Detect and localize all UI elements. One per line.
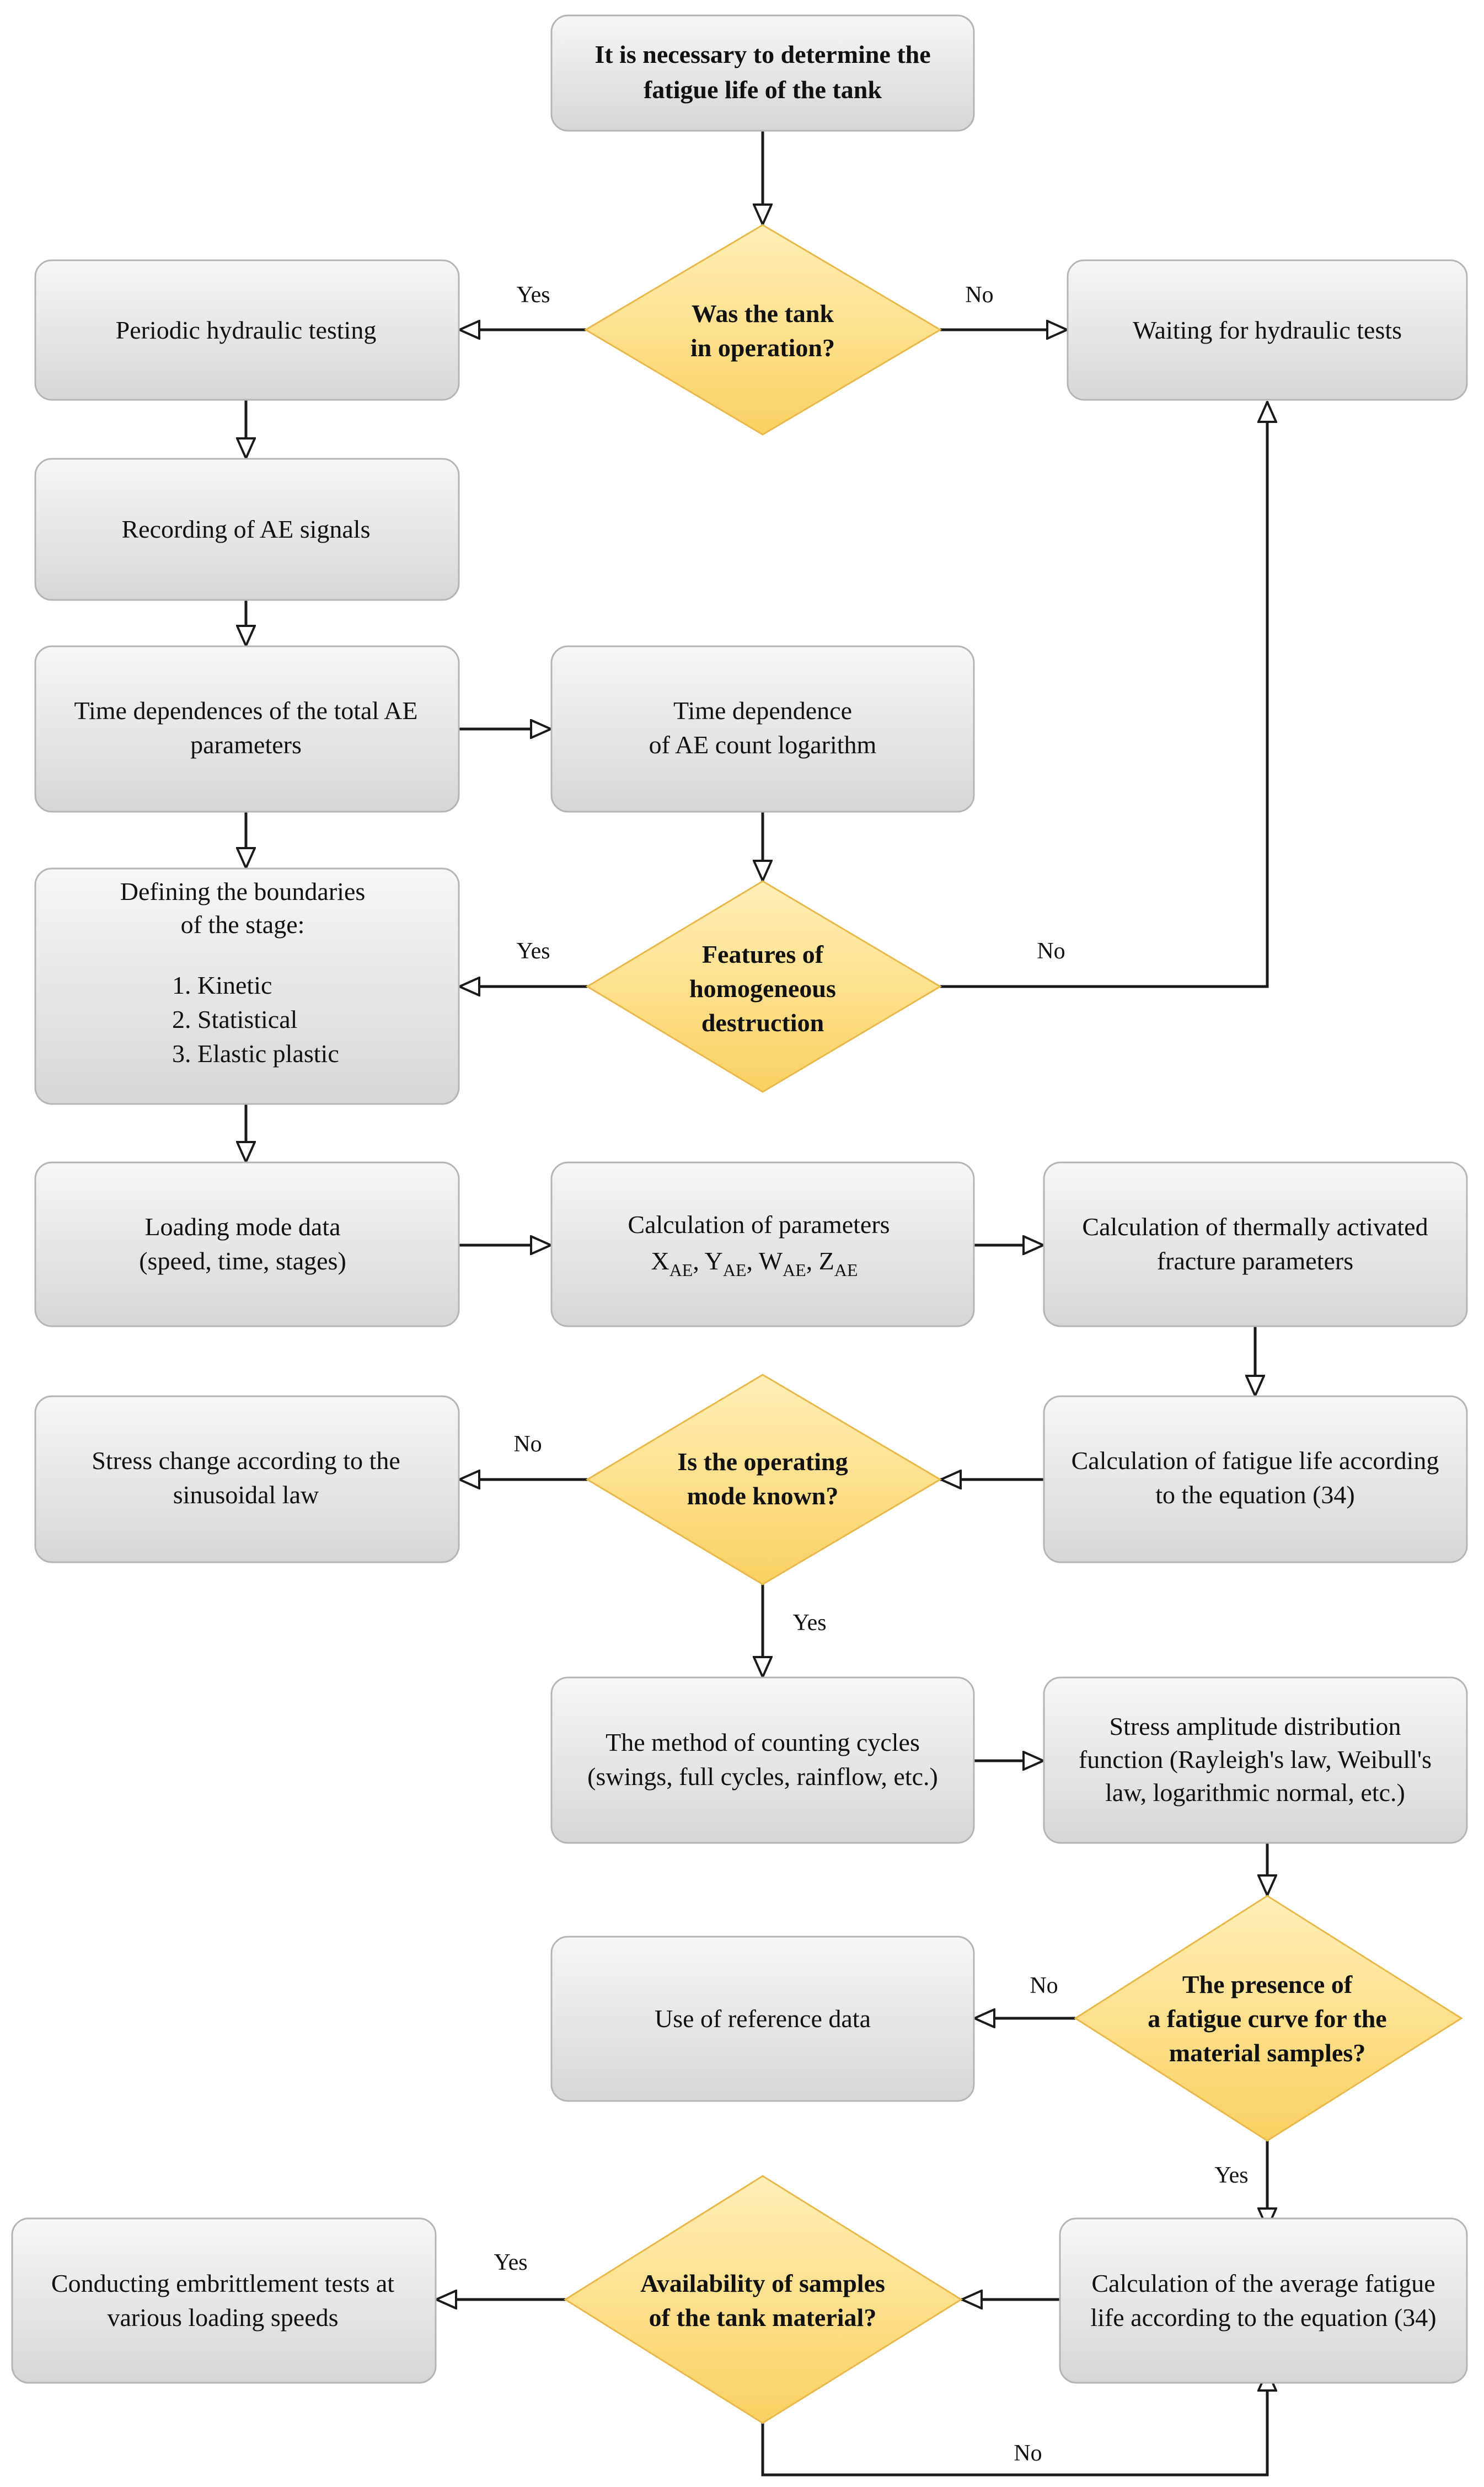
q-destruction-line-1: Features of xyxy=(702,940,824,968)
boundaries-line-2: of the stage: xyxy=(181,910,305,939)
label-destr-yes: Yes xyxy=(516,939,550,964)
label-op-no: No xyxy=(965,282,993,308)
loading-mode-line-2: (speed, time, stages) xyxy=(139,1247,346,1275)
node-calc-fatigue: Calculation of fatigue life according to… xyxy=(1043,1395,1468,1563)
svg-text:fatigue life of the tank: fatigue life of the tank xyxy=(644,76,882,104)
label-mode-yes: Yes xyxy=(792,1610,826,1636)
label-samples-no: No xyxy=(1014,2441,1042,2466)
q-samples-line-2: of the tank material? xyxy=(649,2303,877,2331)
connectors xyxy=(246,131,1267,2477)
q-samples-line-1: Availability of samples xyxy=(640,2269,885,2297)
counting-cycles-line-1: The method of counting cycles xyxy=(606,1728,920,1756)
edge-labels: Yes No Yes No No Yes No Yes Yes No xyxy=(494,282,1248,2466)
start-line-1: It is necessary to determine the xyxy=(594,40,930,68)
stress-sinus-line-2: sinusoidal law xyxy=(173,1481,319,1509)
node-recording-ae: Recording of AE signals xyxy=(34,458,460,601)
boundaries-item-kinetic: 1. Kinetic xyxy=(172,971,272,999)
start-line-2: fatigue life of the tank xyxy=(644,76,882,104)
edge-destr-no xyxy=(940,401,1267,988)
boundaries-line-1: Defining the boundaries xyxy=(120,877,366,905)
time-total-ae-line-1: Time dependences of the total AE xyxy=(74,696,418,725)
decision-samples: Availability of samples of the tank mate… xyxy=(564,2175,963,2424)
q-operation-line-2: in operation? xyxy=(690,334,835,362)
decision-operation: Was the tank in operation? xyxy=(584,224,942,436)
decision-fatigue-curve: The presence of a fatigue curve for the … xyxy=(1074,1895,1463,2142)
boundaries-item-elastic-plastic: 3. Elastic plastic xyxy=(172,1039,339,1068)
reference-data-label: Use of reference data xyxy=(655,2004,871,2033)
recording-ae-label: Recording of AE signals xyxy=(122,515,371,543)
calc-fatigue-line-2: to the equation (34) xyxy=(1155,1481,1355,1509)
node-stress-distribution: Stress amplitude distribution function (… xyxy=(1043,1676,1468,1844)
node-calc-params: Calculation of parameters XAE, YAE, WAE,… xyxy=(550,1161,975,1327)
node-calc-average: Calculation of the average fatigue life … xyxy=(1059,2217,1468,2384)
q-destruction-line-2: homogeneous xyxy=(689,974,836,1003)
svg-text:It is necessary to determine t: It is necessary to determine the xyxy=(594,40,930,68)
node-calc-thermal: Calculation of thermally activated fract… xyxy=(1043,1161,1468,1327)
node-time-log: Time dependence of AE count logarithm xyxy=(550,645,975,813)
decision-operating-mode: Is the operating mode known? xyxy=(586,1374,942,1585)
calc-thermal-line-2: fracture parameters xyxy=(1157,1247,1353,1275)
q-operating-mode-line-2: mode known? xyxy=(687,1482,839,1510)
label-mode-no: No xyxy=(513,1432,542,1457)
calc-average-line-1: Calculation of the average fatigue xyxy=(1091,2269,1435,2297)
label-curve-no: No xyxy=(1030,1973,1058,1998)
q-operation-line-1: Was the tank xyxy=(692,299,834,328)
waiting-tests-label: Waiting for hydraulic tests xyxy=(1133,316,1402,344)
calc-average-line-2: life according to the equation (34) xyxy=(1090,2303,1436,2331)
stress-distribution-line-3: law, logarithmic normal, etc.) xyxy=(1105,1778,1405,1807)
q-destruction-line-3: destruction xyxy=(701,1009,824,1037)
calc-fatigue-line-1: Calculation of fatigue life according xyxy=(1072,1446,1439,1475)
stress-distribution-line-2: function (Rayleigh's law, Weibull's xyxy=(1079,1745,1432,1773)
calc-thermal-line-1: Calculation of thermally activated xyxy=(1082,1213,1428,1241)
node-loading-mode: Loading mode data (speed, time, stages) xyxy=(34,1161,460,1327)
node-periodic-testing: Periodic hydraulic testing xyxy=(34,259,460,401)
label-destr-no: No xyxy=(1037,939,1065,964)
node-boundaries: Defining the boundaries of the stage: 1.… xyxy=(34,867,460,1105)
node-stress-sinus: Stress change according to the sinusoida… xyxy=(34,1395,460,1563)
periodic-testing-label: Periodic hydraulic testing xyxy=(116,316,377,344)
node-counting-cycles: The method of counting cycles (swings, f… xyxy=(550,1676,975,1844)
label-op-yes: Yes xyxy=(516,282,550,308)
q-fatigue-curve-line-3: material samples? xyxy=(1169,2039,1365,2067)
time-log-line-2: of AE count logarithm xyxy=(649,731,877,759)
edge-samples-no xyxy=(761,2370,1267,2477)
stress-distribution-line-1: Stress amplitude distribution xyxy=(1110,1712,1401,1740)
stress-sinus-line-1: Stress change according to the xyxy=(92,1446,400,1475)
node-time-total-ae: Time dependences of the total AE paramet… xyxy=(34,645,460,813)
node-waiting-tests: Waiting for hydraulic tests xyxy=(1067,259,1468,401)
counting-cycles-line-2: (swings, full cycles, rainflow, etc.) xyxy=(587,1762,938,1791)
label-samples-yes: Yes xyxy=(494,2250,527,2275)
q-fatigue-curve-line-1: The presence of xyxy=(1182,1970,1353,1998)
node-embrittlement: Conducting embrittlement tests at variou… xyxy=(11,2217,437,2384)
calc-params-symbols: XAE, YAE, WAE, ZAE xyxy=(651,1247,858,1280)
q-fatigue-curve-line-2: a fatigue curve for the xyxy=(1148,2004,1386,2033)
time-total-ae-line-2: parameters xyxy=(190,731,302,759)
loading-mode-line-1: Loading mode data xyxy=(144,1213,340,1241)
q-operating-mode-line-1: Is the operating xyxy=(677,1448,848,1476)
embrittlement-line-1: Conducting embrittlement tests at xyxy=(51,2269,394,2297)
decision-destruction: Features of homogeneous destruction xyxy=(586,880,942,1093)
node-start: It is necessary to determine the fatigue… xyxy=(550,14,975,132)
label-curve-yes: Yes xyxy=(1214,2163,1248,2188)
calc-params-title: Calculation of parameters xyxy=(628,1210,890,1239)
node-reference-data: Use of reference data xyxy=(550,1936,975,2102)
embrittlement-line-2: various loading speeds xyxy=(107,2303,338,2331)
boundaries-item-statistical: 2. Statistical xyxy=(172,1005,297,1033)
time-log-line-1: Time dependence xyxy=(673,696,852,725)
